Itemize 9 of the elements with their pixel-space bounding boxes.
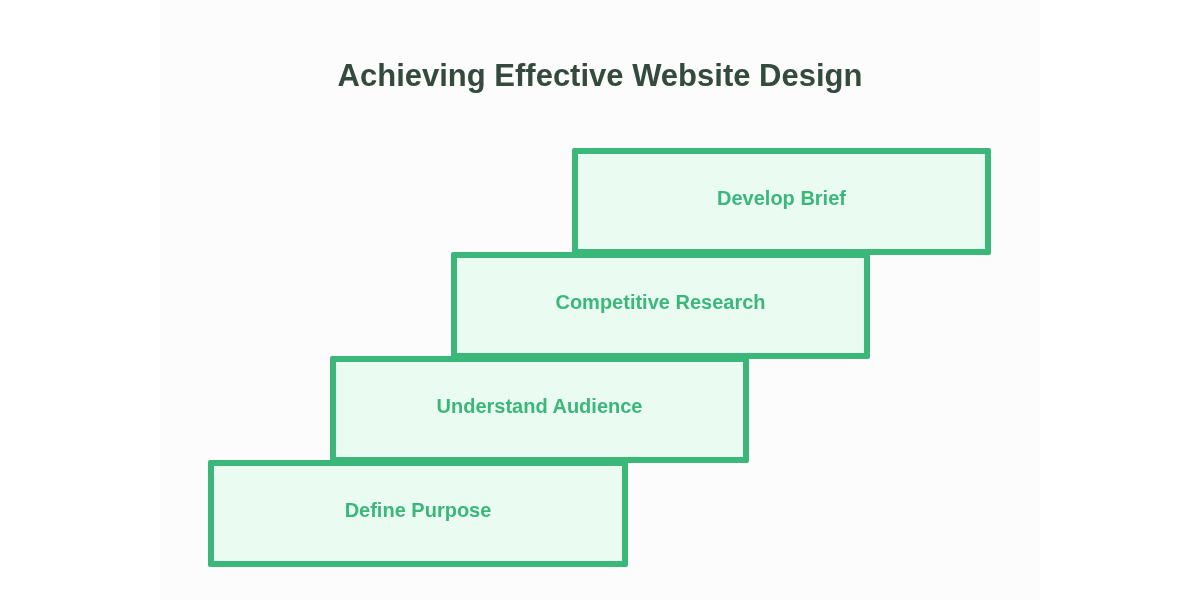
step-label: Develop Brief <box>716 185 847 210</box>
step-label: Define Purpose <box>343 497 493 522</box>
step-box <box>572 148 991 255</box>
step-box <box>451 252 870 359</box>
step-label: Competitive Research <box>554 289 767 314</box>
diagram-title: Achieving Effective Website Design <box>336 57 864 95</box>
step-box <box>330 356 749 463</box>
step-label: Understand Audience <box>435 393 644 418</box>
step-box <box>208 460 628 567</box>
